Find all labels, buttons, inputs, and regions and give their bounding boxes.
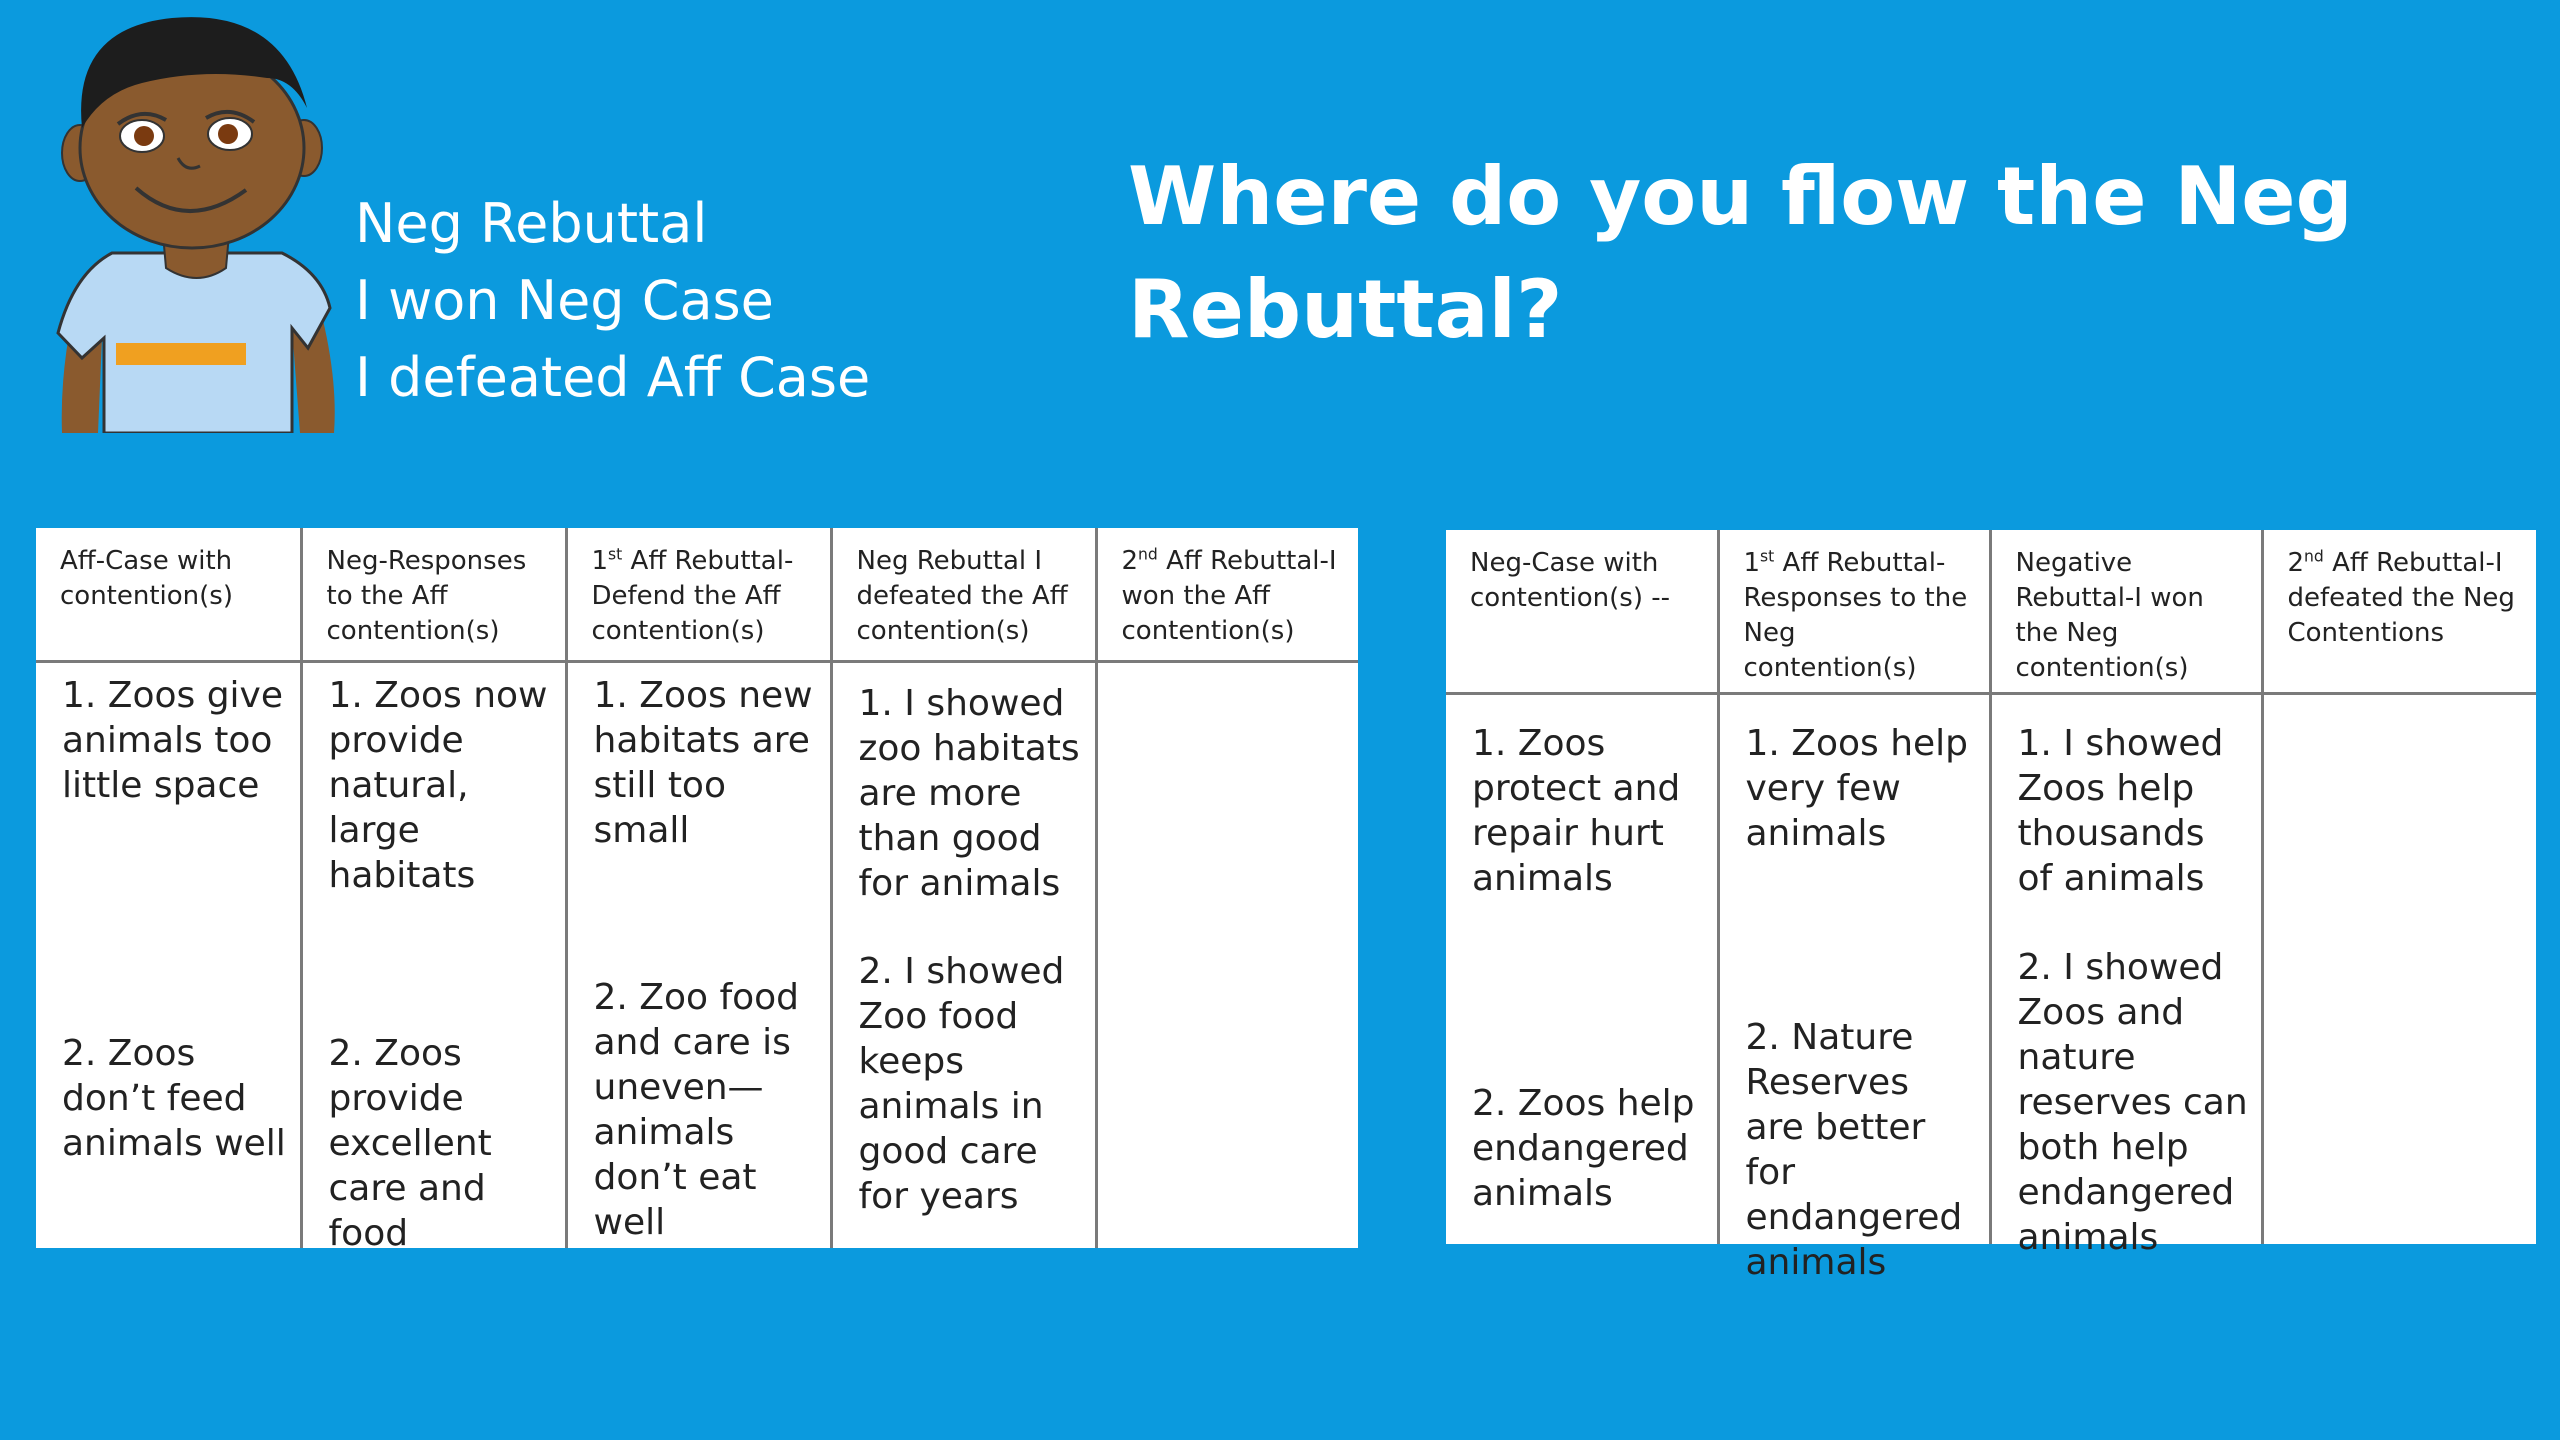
boy-figure-icon	[56, 17, 335, 435]
speech-line-1: Neg Rebuttal	[355, 192, 708, 255]
aff-header-cell: 2nd Aff Rebuttal-I won the Aff contentio…	[1094, 528, 1358, 663]
aff-column-4: 1. I showed zoo habitats are more than g…	[829, 661, 1096, 1248]
flow-entry: 1. Zoos give animals too little space	[62, 675, 284, 806]
neg-flow-body-row: 1. Zoos protect and repair hurt animals …	[1446, 693, 2536, 1283]
speech-text: Neg Rebuttal I won Neg Case I defeated A…	[355, 185, 870, 416]
flow-entry: 1. I showed zoo habitats are more than g…	[858, 683, 1080, 904]
flow-entry: 2. Nature Reserves are better for endang…	[1745, 1017, 1963, 1283]
flow-entry: 2. Zoos help endangered animals	[1472, 1083, 1695, 1214]
aff-column-1: 1. Zoos give animals too little space 2.…	[36, 662, 301, 1249]
aff-flow-header-row: Aff-Case with contention(s) Neg-Response…	[36, 528, 1358, 663]
neg-header-cell: Neg-Case with contention(s) --	[1446, 530, 1718, 695]
neg-header-cell: 2nd Aff Rebuttal-I defeated the Neg Cont…	[2260, 530, 2536, 695]
aff-column-2: 1. Zoos now provide natural, large habit…	[299, 661, 566, 1254]
flow-entry: 2. I showed Zoos and nature reserves can…	[2017, 947, 2248, 1258]
boy-illustration	[52, 8, 342, 435]
flow-entry: 1. Zoos now provide natural, large habit…	[328, 675, 548, 896]
neg-flow-header-row: Neg-Case with contention(s) -- 1st Aff R…	[1446, 530, 2536, 695]
neg-header-cell: 1st Aff Rebuttal-Responses to the Neg co…	[1716, 530, 1990, 695]
flow-entry: 1. Zoos help very few animals	[1745, 723, 1969, 854]
speech-line-2: I won Neg Case	[355, 269, 774, 332]
slide-question: Where do you flow the Neg Rebuttal?	[1128, 150, 2353, 356]
aff-header-cell: Neg Rebuttal I defeated the Aff contenti…	[829, 528, 1096, 663]
aff-header-cell: Neg-Responses to the Aff contention(s)	[299, 528, 566, 663]
neg-column-4	[2260, 693, 2536, 1244]
aff-column-5	[1094, 661, 1358, 1248]
aff-header-cell: Aff-Case with contention(s)	[36, 528, 301, 663]
flow-entry: 1. Zoos new habitats are still too small	[593, 675, 813, 851]
flow-entry: 2. Zoos don’t feed animals well	[62, 1033, 286, 1164]
aff-flow-body-row: 1. Zoos give animals too little space 2.…	[36, 661, 1358, 1254]
neg-column-1: 1. Zoos protect and repair hurt animals …	[1446, 694, 1718, 1245]
aff-header-cell: 1st Aff Rebuttal-Defend the Aff contenti…	[564, 528, 831, 663]
flow-entry: 2. I showed Zoo food keeps animals in go…	[858, 951, 1065, 1217]
neg-column-2: 1. Zoos help very few animals 2. Nature …	[1716, 693, 1990, 1283]
neg-flow-table: Neg-Case with contention(s) -- 1st Aff R…	[1446, 530, 2536, 1283]
flow-entry: 2. Zoo food and care is uneven—animals d…	[593, 977, 800, 1243]
speech-line-3: I defeated Aff Case	[355, 346, 871, 409]
aff-column-3: 1. Zoos new habitats are still too small…	[564, 661, 831, 1248]
flow-entry: 2. Zoos provide excellent care and food	[328, 1033, 492, 1254]
aff-flow-table: Aff-Case with contention(s) Neg-Response…	[36, 528, 1358, 1254]
flow-entry: 1. I showed Zoos help thousands of anima…	[2017, 723, 2224, 899]
flow-entry: 1. Zoos protect and repair hurt animals	[1472, 723, 1681, 899]
neg-header-cell: Negative Rebuttal-I won the Neg contenti…	[1988, 530, 2262, 695]
neg-column-3: 1. I showed Zoos help thousands of anima…	[1988, 693, 2262, 1258]
